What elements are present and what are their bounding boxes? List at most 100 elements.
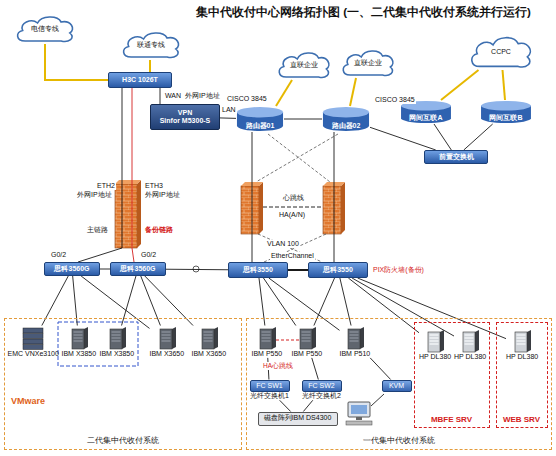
device-shape <box>198 326 220 350</box>
device-shape: FC SW2 <box>302 380 342 392</box>
router-cylinder: 网间互联A <box>400 100 452 124</box>
server-case <box>202 329 214 349</box>
storage-shelf <box>23 344 43 349</box>
node-label: 直联企业 <box>290 61 318 69</box>
network-link <box>350 78 356 106</box>
ha-heartbeat-line <box>276 340 302 341</box>
device-caption: 光纤交换机2 <box>302 392 341 400</box>
node-label: H3C 1026T <box>122 76 158 84</box>
node-label: 网间互联A <box>409 114 442 122</box>
server-node: IBM X3650 <box>192 326 227 358</box>
node-label: 网间互联B <box>489 114 522 122</box>
server-node: EMC VNXe3100 <box>8 326 59 358</box>
device-caption: HP DL380 <box>506 353 538 361</box>
disk-array: 磁盘阵列IBM DS4300 <box>258 412 338 426</box>
switch-box: 思科3560G <box>110 262 166 276</box>
node-label: 电信专线 <box>31 25 59 33</box>
network-cloud: 直联企业 <box>276 50 332 80</box>
network-cloud: CCPC <box>468 34 534 70</box>
server-case <box>72 329 84 349</box>
vpn-box: VPNSinfor M5300-S <box>150 104 220 130</box>
drive-bay <box>161 337 170 339</box>
network-link <box>370 127 436 150</box>
network-link <box>284 119 322 120</box>
device-shape: 直联企业 <box>276 50 332 80</box>
network-link <box>166 269 228 271</box>
network-link <box>160 88 161 104</box>
server-node: IBM P550 <box>292 326 323 358</box>
diagram-title: 集中代收付中心网络拓扑图 (一、二代集中代收付系统并行运行) <box>196 5 531 20</box>
device-shape: H3C 1026T <box>108 72 172 88</box>
drive-bay <box>261 337 270 339</box>
drive-bay <box>261 334 270 336</box>
device-shape <box>22 326 44 350</box>
system-region: IBM P550IBM P550IBM P510FC SW1光纤交换机1FC S… <box>246 318 552 450</box>
node-label: 思科3560G <box>120 265 155 273</box>
drive-bay <box>430 337 439 339</box>
drive-bay <box>517 343 526 345</box>
dashed-link <box>258 234 322 262</box>
annotation-label: VLAN 100 <box>266 240 300 248</box>
network-link <box>149 60 151 72</box>
device-caption: IBM P510 <box>340 350 371 358</box>
dashed-link <box>264 234 326 262</box>
device-caption: HP DL380 <box>454 353 486 361</box>
fc-switch: FC SW2光纤交换机2 <box>302 380 342 401</box>
device-shape: VPNSinfor M5300-S <box>150 104 220 130</box>
heartbeat-line <box>263 207 323 208</box>
router-top <box>401 101 451 111</box>
drive-bay <box>465 337 474 339</box>
drive-bay <box>349 331 358 333</box>
annotation-label: ETH2 <box>96 182 116 190</box>
server-side <box>172 327 176 349</box>
router-cylinder: 路由器02 <box>322 106 370 132</box>
server-icon <box>256 326 278 350</box>
node-label: CCPC <box>491 48 511 56</box>
device-shape: 网间互联A <box>400 100 452 124</box>
drive-bay <box>301 334 310 336</box>
router-cylinder: 网间互联B <box>480 100 532 124</box>
keyboard <box>346 421 372 425</box>
server-node: IBM P510 <box>340 326 371 358</box>
network-link <box>252 132 253 262</box>
network-cloud: 电信专线 <box>14 14 76 44</box>
switch-box: H3C 1026T <box>108 72 172 88</box>
network-link <box>78 88 122 262</box>
node-label: 路由器01 <box>246 122 275 130</box>
vmware-cluster-box <box>58 322 138 366</box>
server-case <box>300 329 312 349</box>
drive-bay <box>111 331 120 333</box>
monitor-stand <box>356 417 362 420</box>
drive-bay <box>517 340 526 342</box>
device-shape: FC SW1 <box>250 380 290 392</box>
device-caption: IBM P550 <box>252 350 283 358</box>
fc-switch: FC SW1光纤交换机1 <box>250 380 290 401</box>
device-shape <box>68 326 90 350</box>
network-link <box>269 278 340 330</box>
device-shape <box>459 329 481 353</box>
server-side <box>122 327 126 349</box>
server-icon <box>511 329 533 353</box>
annotation-label: 备份链路 <box>144 226 174 234</box>
server-icon <box>459 329 481 353</box>
device-shape: 路由器01 <box>236 106 284 132</box>
drive-bay <box>161 334 170 336</box>
server-side <box>440 330 444 352</box>
network-link <box>334 132 335 262</box>
drive-bay <box>349 334 358 336</box>
annotation-label: WAN <box>164 92 182 100</box>
device-shape <box>156 326 178 350</box>
node-label: 思科3550 <box>243 266 273 274</box>
device-caption: IBM X3650 <box>150 350 185 358</box>
drive-bay <box>430 343 439 345</box>
region-heading: MBFE SRV <box>415 415 489 424</box>
device-shape: 思科3550 <box>228 262 288 278</box>
drive-bay <box>465 334 474 336</box>
annotation-label: 心跳线 <box>282 194 305 202</box>
network-link <box>268 358 269 380</box>
server-node: IBM P550 <box>252 326 283 358</box>
device-shape: 磁盘阵列IBM DS4300 <box>258 412 338 426</box>
device-shape: 联通专线 <box>120 30 182 60</box>
server-side <box>84 327 88 349</box>
node-label: 思科3550 <box>323 266 353 274</box>
